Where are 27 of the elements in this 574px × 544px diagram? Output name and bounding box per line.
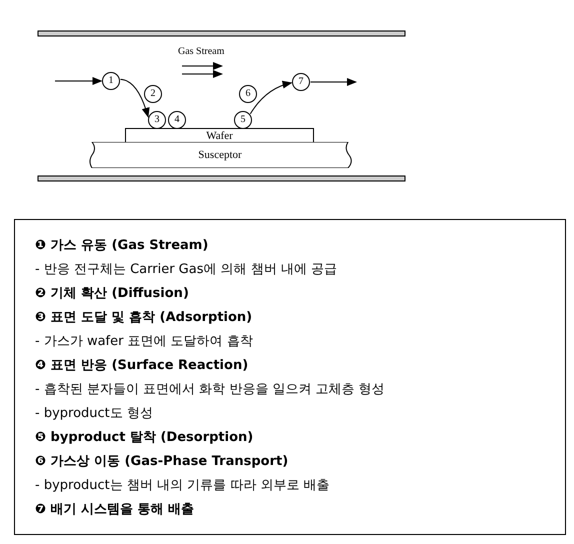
arrow xyxy=(120,78,150,118)
text-panel xyxy=(14,219,566,535)
step-heading: ❻ 가스상 이동 (Gas-Phase Transport) xyxy=(35,453,288,470)
step-description: - byproduct는 챔버 내의 기류를 따라 외부로 배출 xyxy=(35,477,330,494)
step-heading: ❺ byproduct 탈착 (Desorption) xyxy=(35,429,254,446)
step-number-circle: 3 xyxy=(148,111,166,129)
step-number-circle: 4 xyxy=(168,111,186,129)
step-number-circle: 5 xyxy=(234,111,252,129)
arrow xyxy=(250,81,292,114)
step-description: - 반응 전구체는 Carrier Gas에 의해 챔버 내에 공급 xyxy=(35,261,338,278)
step-number-circle: 2 xyxy=(144,85,162,103)
step-number-circle: 7 xyxy=(292,73,310,91)
step-description: - byproduct도 형성 xyxy=(35,405,153,422)
step-heading: ❸ 표면 도달 및 흡착 (Adsorption) xyxy=(35,309,252,326)
arrow xyxy=(54,77,102,85)
step-heading: ❶ 가스 유동 (Gas Stream) xyxy=(35,237,208,254)
step-number-circle: 1 xyxy=(102,72,120,90)
step-heading: ❹ 표면 반응 (Surface Reaction) xyxy=(35,357,248,374)
step-description: - 가스가 wafer 표면에 도달하여 흡착 xyxy=(35,333,253,350)
arrow xyxy=(310,78,357,86)
step-heading: ❷ 기체 확산 (Diffusion) xyxy=(35,285,189,302)
step-description: - 흡착된 분자들이 표면에서 화학 반응을 일으켜 고체층 형성 xyxy=(35,381,385,398)
step-number-circle: 6 xyxy=(239,85,257,103)
wafer-plate: Wafer xyxy=(125,128,314,143)
step-heading: ❼ 배기 시스템을 통해 배출 xyxy=(35,501,194,518)
flow-label: Gas Stream xyxy=(178,46,224,57)
susceptor-block: Susceptor xyxy=(88,142,352,168)
